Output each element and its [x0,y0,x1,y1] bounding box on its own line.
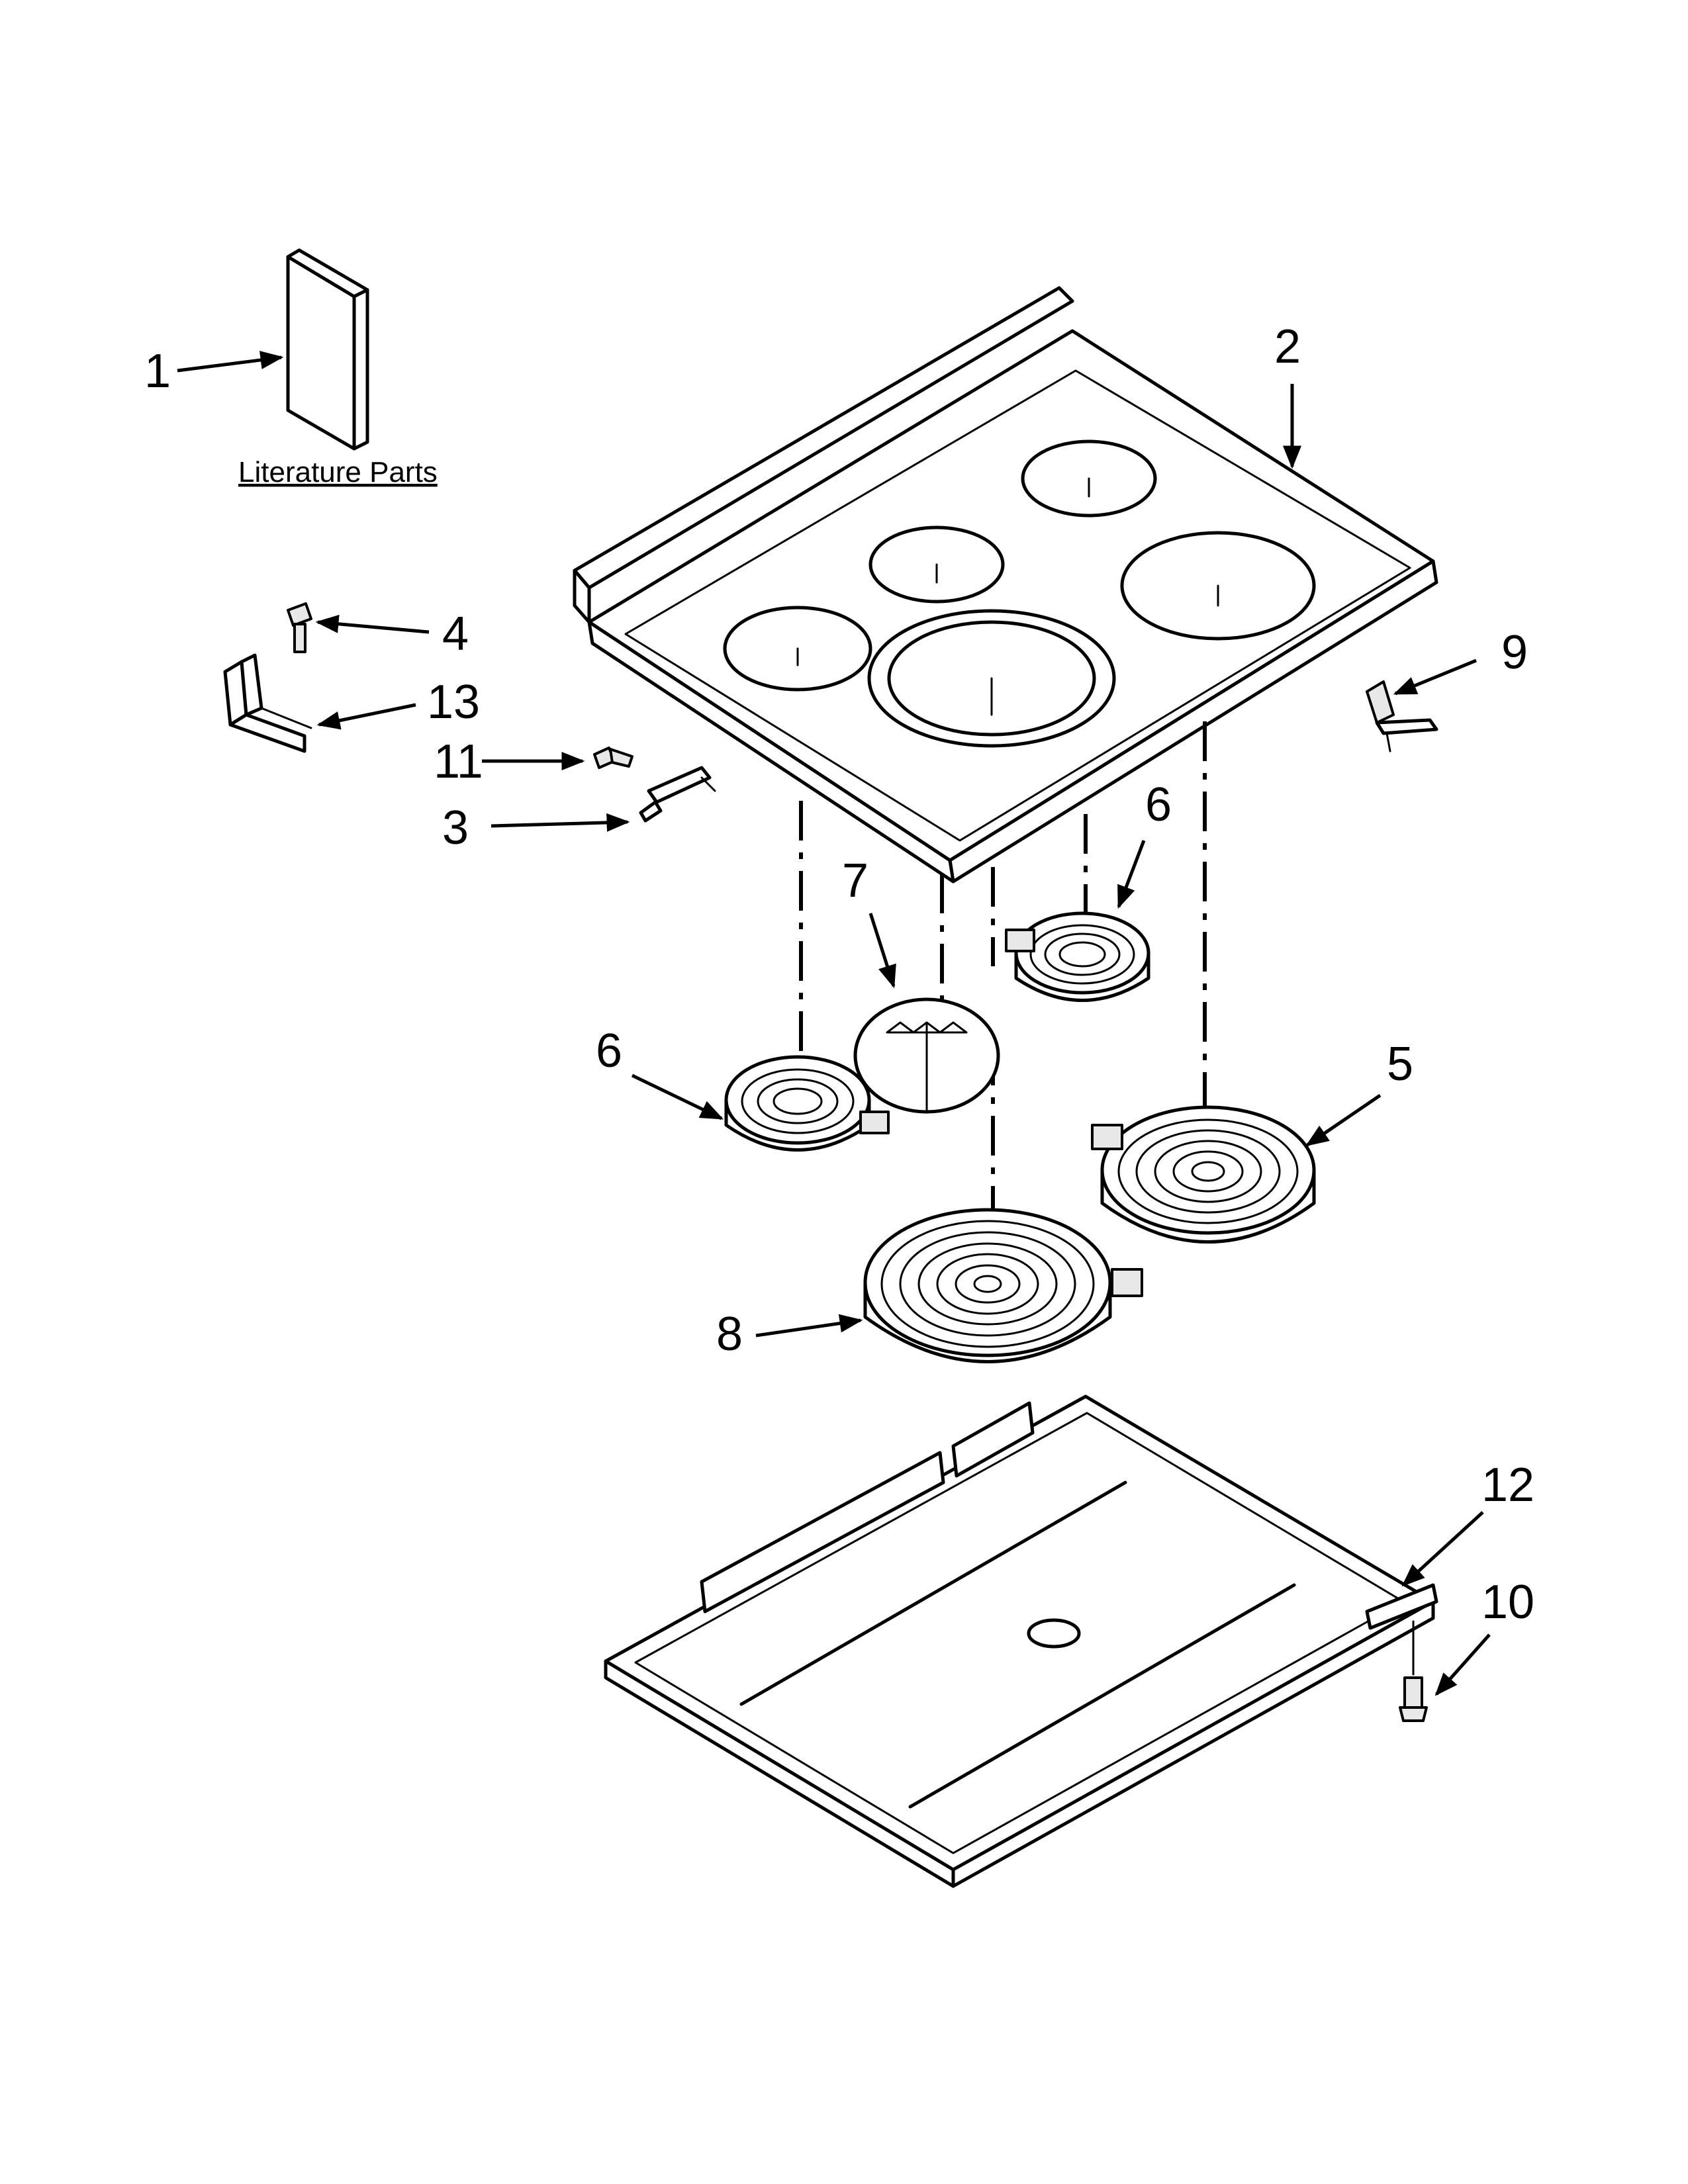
arrow-4 [315,614,430,634]
large-element-icon [1091,1105,1316,1244]
arrow-9 [1393,659,1477,696]
callout-7: 7 [842,854,868,907]
screw-icon [287,602,312,653]
callout-10: 10 [1481,1576,1534,1629]
arrow-13 [316,703,416,730]
switch-icon [1366,680,1438,752]
callout-11: 11 [434,735,483,788]
callout-2: 2 [1274,320,1301,373]
callout-6-left: 6 [596,1024,622,1077]
callout-9: 9 [1501,626,1528,679]
small-element-left-icon [724,1055,890,1152]
callout-13: 13 [427,676,480,729]
arrow-12 [1401,1511,1484,1587]
arrow-10 [1434,1633,1491,1696]
callout-8: 8 [716,1308,743,1361]
dual-element-icon [863,1208,1143,1363]
burner-box-icon [604,1394,1438,1888]
small-element-right-icon [1005,911,1150,1002]
callout-12: 12 [1481,1459,1534,1512]
cooktop-burner-rings [723,439,1316,748]
callout-1: 1 [144,345,171,398]
arrow-1 [177,351,284,373]
heat-shield-icon [853,997,1000,1114]
arrow-7 [868,913,896,989]
cooktop-assembly [573,286,1438,884]
callout-4: 4 [442,608,469,660]
small-screw-icon [593,747,633,769]
callout-6-right: 6 [1145,778,1172,831]
bottom-screw-icon [1399,1620,1428,1722]
alignment-lines [799,721,1207,1297]
arrow-3 [491,813,630,832]
literature-book-icon [286,248,369,451]
callout-3: 3 [442,801,469,854]
bracket-icon [223,653,312,753]
arrow-5 [1305,1093,1382,1147]
callout-5: 5 [1387,1038,1413,1091]
arrow-6-right [1117,840,1146,909]
literature-parts-caption: Literature Parts [238,456,438,488]
clip-icon [639,766,716,823]
arrow-8 [755,1314,863,1338]
arrow-6-left [631,1073,724,1120]
